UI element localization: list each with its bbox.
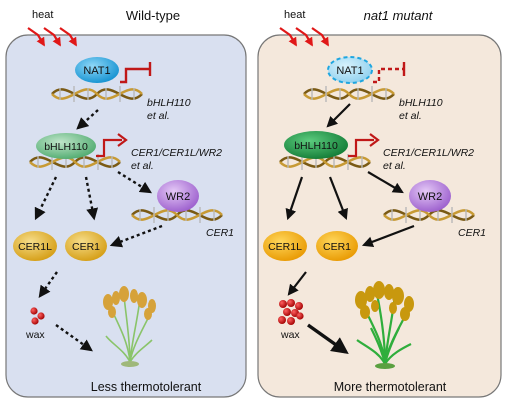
cer1l-protein [263,231,307,261]
dna-strand [303,86,395,102]
plant-illustration [103,286,156,367]
cer1l-label: CER1L [268,241,302,253]
wr2-protein [409,180,451,212]
wr2-label: WR2 [418,191,442,203]
dna-strand [383,207,475,223]
plant-illustration [355,281,414,369]
wax-droplets [278,299,304,325]
outcome-label: More thermotolerant [334,380,447,394]
target-gene-label: bHLH110 [147,97,191,109]
dna-strand [51,86,143,102]
nat1-mutant-panel: nat1 mutant heat NAT1 bHLH110 et al. bHL… [257,8,502,398]
outcome-label: Less thermotolerant [91,380,202,394]
dotted-arrow [117,170,153,194]
dotted-arrow [34,176,58,221]
cer-targets-label-etal: et al. [383,160,406,172]
bhlh110-protein [284,131,348,159]
nat1-label: NAT1 [83,65,110,77]
solid-arrow [367,171,404,194]
wax-label: wax [25,329,45,341]
bhlh110-label: bHLH110 [44,141,88,153]
activation-arrow [96,138,122,158]
nat1-protein [75,57,119,83]
dna-strand [131,207,223,223]
heat-label: heat [32,9,53,21]
dna-strand [29,154,121,170]
wax-droplets [30,307,45,325]
bhlh110-protein [36,133,96,159]
repression-symbol [120,62,152,84]
wax-label: wax [280,329,300,341]
target-gene-label-etal: et al. [399,110,422,122]
nat1-label: NAT1 [336,65,363,77]
target-gene-label: bHLH110 [399,97,443,109]
heat-arrows [27,27,77,47]
panel-background [5,34,247,398]
cer1l-protein [13,231,57,261]
panel-title: Wild-type [126,8,180,23]
solid-arrow [361,224,415,248]
target-gene-label-etal: et al. [147,110,170,122]
activation-arrowhead [369,133,380,147]
bhlh110-label: bHLH110 [294,140,338,152]
panel-background [257,34,502,398]
dotted-arrow [84,176,99,221]
cer-targets-label-etal: et al. [131,160,154,172]
panel-title: nat1 mutant [364,8,434,23]
wr2-protein [157,180,199,212]
repression-symbol-dashed [373,67,404,84]
cer1-protein [65,231,107,261]
wild-type-panel: Wild-type heat NAT1 bHLH110 et al. bHLH1… [5,8,247,398]
activation-arrowhead [117,133,128,147]
heat-arrows [279,27,329,47]
wr2-label: WR2 [166,191,190,203]
solid-arrow [328,176,348,221]
activation-arrow [348,138,374,158]
solid-arrow [326,103,351,128]
nat1-protein-absent [327,56,373,84]
dotted-arrow [55,324,93,352]
solid-arrow [287,271,307,296]
dotted-arrow [109,224,163,248]
solid-arrow-bold [307,323,349,354]
heat-label: heat [284,9,305,21]
cer1-label: CER1 [323,241,351,253]
dotted-arrow [76,109,99,130]
cer-targets-label: CER1/CER1L/WR2 [131,147,222,159]
solid-arrow [285,176,304,221]
dotted-arrow [38,271,58,298]
cer1-protein [316,231,358,261]
cer1-gene-label: CER1 [458,227,486,239]
cer-targets-label: CER1/CER1L/WR2 [383,147,474,159]
cer1-gene-label: CER1 [206,227,234,239]
cer1l-label: CER1L [18,241,52,253]
cer1-label: CER1 [72,241,100,253]
